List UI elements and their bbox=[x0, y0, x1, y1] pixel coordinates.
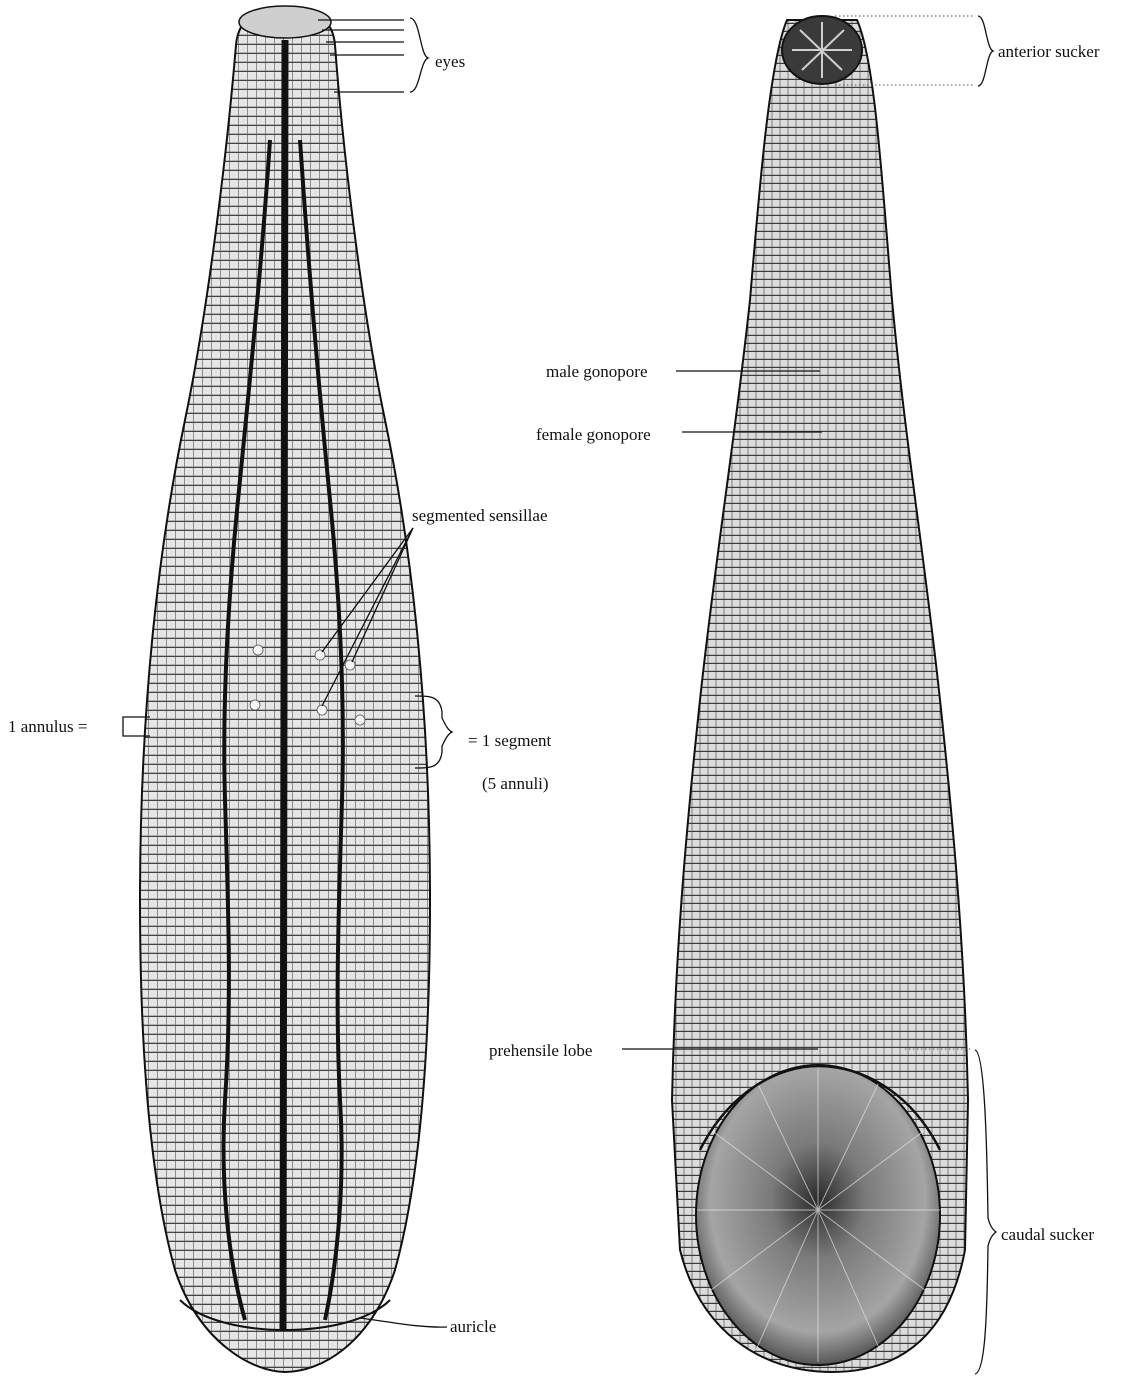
eyes-annotation: eyes bbox=[318, 18, 465, 92]
label-segment: = 1 segment bbox=[468, 731, 552, 750]
label-anterior-sucker: anterior sucker bbox=[998, 42, 1100, 61]
auricle-annotation: auricle bbox=[360, 1317, 496, 1336]
anterior-sucker-annotation: anterior sucker bbox=[835, 16, 1100, 86]
label-segmented-sensillae: segmented sensillae bbox=[412, 506, 548, 525]
label-prehensile-lobe: prehensile lobe bbox=[489, 1041, 592, 1060]
label-female-gonopore: female gonopore bbox=[536, 425, 651, 444]
median-stripe bbox=[283, 40, 285, 1330]
annulus-annotation: 1 annulus = bbox=[8, 717, 150, 736]
dorsal-head bbox=[239, 6, 331, 38]
label-caudal-sucker: caudal sucker bbox=[1001, 1225, 1094, 1244]
label-annulus: 1 annulus = bbox=[8, 717, 87, 736]
caudal-sucker-annotation: caudal sucker bbox=[975, 1050, 1094, 1374]
label-segment-note: (5 annuli) bbox=[482, 774, 549, 793]
label-auricle: auricle bbox=[450, 1317, 496, 1336]
label-eyes: eyes bbox=[435, 52, 465, 71]
leech-ventral-view bbox=[672, 16, 968, 1372]
label-male-gonopore: male gonopore bbox=[546, 362, 648, 381]
leech-dorsal-view bbox=[140, 6, 430, 1372]
segment-annotation: = 1 segment (5 annuli) bbox=[415, 696, 552, 793]
